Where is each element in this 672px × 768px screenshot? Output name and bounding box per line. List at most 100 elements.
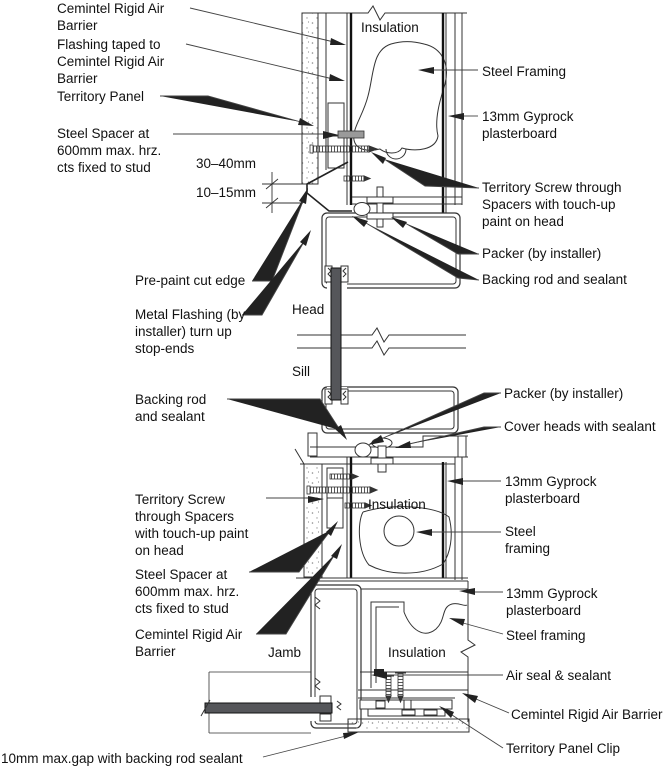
leader-packer-sill: [368, 392, 501, 445]
leader-territory-panel: [160, 95, 314, 126]
dimension-tick: [265, 178, 279, 190]
section-break-lines: [297, 327, 466, 356]
label-dimension-30-40mm: 30–40mm: [196, 156, 257, 171]
glazing-gasket: [314, 677, 321, 691]
glass-pane: [330, 267, 342, 401]
label-flashing-taped: Flashing taped to Cemintel Rigid Air Bar…: [57, 37, 165, 86]
label-steel-spacer-top: Steel Spacer at 600mm max. hrz. cts fixe…: [57, 126, 162, 175]
steel-framing-section: [383, 515, 415, 547]
leader-backing-rod-sill: [227, 398, 347, 440]
glazing-gasket: [327, 267, 332, 278]
backing-rod: [353, 202, 371, 216]
leader-backing-rod-head: [352, 216, 480, 281]
leader-cemintel-mid: [256, 544, 342, 635]
leader-lines: [160, 7, 510, 758]
flashing-drip: [294, 448, 305, 465]
glazing-gasket: [327, 390, 332, 401]
label-sill-view: Sill: [292, 364, 311, 379]
label-packer-sill: Packer (by installer): [504, 386, 624, 401]
leader-steel-framing-top: [418, 67, 478, 74]
jamb-frame: [310, 584, 362, 729]
leader-steel-spacer-mid: [249, 521, 338, 573]
label-steel-framing-mid: Steel framing: [505, 524, 551, 556]
cavity-dimension: [262, 172, 303, 213]
glazing-gasket: [342, 390, 347, 401]
label-gyprock-top: 13mm Gyprock plasterboard: [482, 109, 574, 141]
label-gyprock-mid: 13mm Gyprock plasterboard: [505, 474, 597, 506]
window-sill-frame: [321, 386, 459, 434]
leader-gyprock-top: [448, 113, 478, 120]
panel-clip-screw: [395, 672, 406, 704]
territory-panel-clip: [359, 699, 453, 717]
backing-rod: [354, 442, 372, 458]
label-backing-rod-head: Backing rod and sealant: [482, 272, 627, 287]
label-jamb-view: Jamb: [268, 645, 302, 660]
leader-cemintel-bottom: [462, 693, 510, 714]
label-cemintel-bottom: Cemintel Rigid Air Barrier: [511, 707, 663, 722]
glazing-gasket: [314, 596, 321, 610]
leader-flashing-taped: [185, 43, 345, 81]
leader-territory-screw-right: [371, 152, 480, 189]
leader-cemintel-top: [189, 7, 346, 45]
sill-flashing-tab: [307, 432, 318, 457]
glazing-bead: [319, 695, 332, 704]
dimension-tick: [265, 197, 279, 209]
leader-steel-spacer-top: [173, 131, 339, 139]
steel-spacer-profile: [337, 130, 365, 139]
label-steel-framing-top: Steel Framing: [482, 64, 567, 79]
fixing-screw: [343, 175, 372, 182]
wall-break-edge: [460, 581, 476, 722]
territory-screw: [306, 485, 379, 495]
label-territory-screw-left: Territory Screw through Spacers with tou…: [135, 492, 249, 558]
label-steel-spacer-mid: Steel Spacer at 600mm max. hrz. cts fixe…: [135, 567, 240, 616]
fixing-screw: [329, 473, 360, 480]
air-seal: [374, 669, 384, 676]
packer-fixture: [366, 186, 394, 228]
leader-gyprock-mid: [447, 478, 501, 485]
glass-pane-jamb: [204, 702, 333, 714]
glass-break-tick: [200, 699, 211, 717]
leader-territory-clip: [439, 706, 504, 749]
label-territory-panel-clip: Territory Panel Clip: [506, 741, 621, 756]
label-packer-head: Packer (by installer): [482, 246, 602, 261]
insulation-batt-outline: [353, 41, 447, 154]
leader-gyprock-bottom: [459, 588, 503, 595]
glazing-bead: [319, 713, 332, 722]
fixing-screw: [344, 502, 373, 509]
wall-top-break-line: [302, 5, 467, 21]
leader-pre-paint: [252, 188, 308, 282]
territory-panel-top: [301, 12, 319, 185]
leader-gap-note: [262, 732, 359, 758]
steel-stud-channel: [375, 606, 399, 683]
territory-panel-plan: [347, 718, 470, 733]
label-insulation-bottom: Insulation: [388, 645, 446, 660]
leader-metal-flashing: [242, 230, 311, 316]
leader-air-seal: [371, 672, 503, 679]
leader-steel-framing-mid: [416, 529, 501, 536]
label-cover-heads: Cover heads with sealant: [504, 419, 656, 434]
leader-cover-heads: [395, 426, 501, 448]
leader-territory-screw-left: [266, 496, 324, 503]
label-backing-rod-sill: Backing rod and sealant: [135, 392, 207, 424]
label-territory-screw-right: Territory Screw through Spacers with tou…: [482, 180, 622, 229]
panel-clip-screw: [383, 675, 394, 704]
label-cemintel-rigid-air-barrier-top: Cemintel Rigid Air Barrier: [57, 1, 165, 33]
label-territory-panel: Territory Panel: [57, 89, 145, 104]
label-gap-note: 10mm max.gap with backing rod sealant: [1, 751, 243, 766]
sill-support-assembly: [300, 432, 468, 473]
steel-stud-channel: [370, 601, 405, 688]
label-insulation-mid: Insulation: [368, 497, 426, 512]
label-dimension-10-15mm: 10–15mm: [196, 185, 257, 200]
label-pre-paint-cut-edge: Pre-paint cut edge: [135, 273, 246, 288]
insulation-batt-outline: [358, 506, 452, 574]
glazing-gasket: [342, 267, 347, 278]
label-gyprock-bottom: 13mm Gyprock plasterboard: [506, 586, 598, 618]
steel-framing-squiggle: [403, 603, 468, 634]
label-air-seal: Air seal & sealant: [506, 668, 612, 683]
label-metal-flashing: Metal Flashing (by installer) turn up st…: [135, 307, 246, 356]
head-wall-section: [301, 5, 467, 213]
glazing-gasket: [336, 700, 342, 711]
leader-packer-head: [391, 217, 479, 255]
